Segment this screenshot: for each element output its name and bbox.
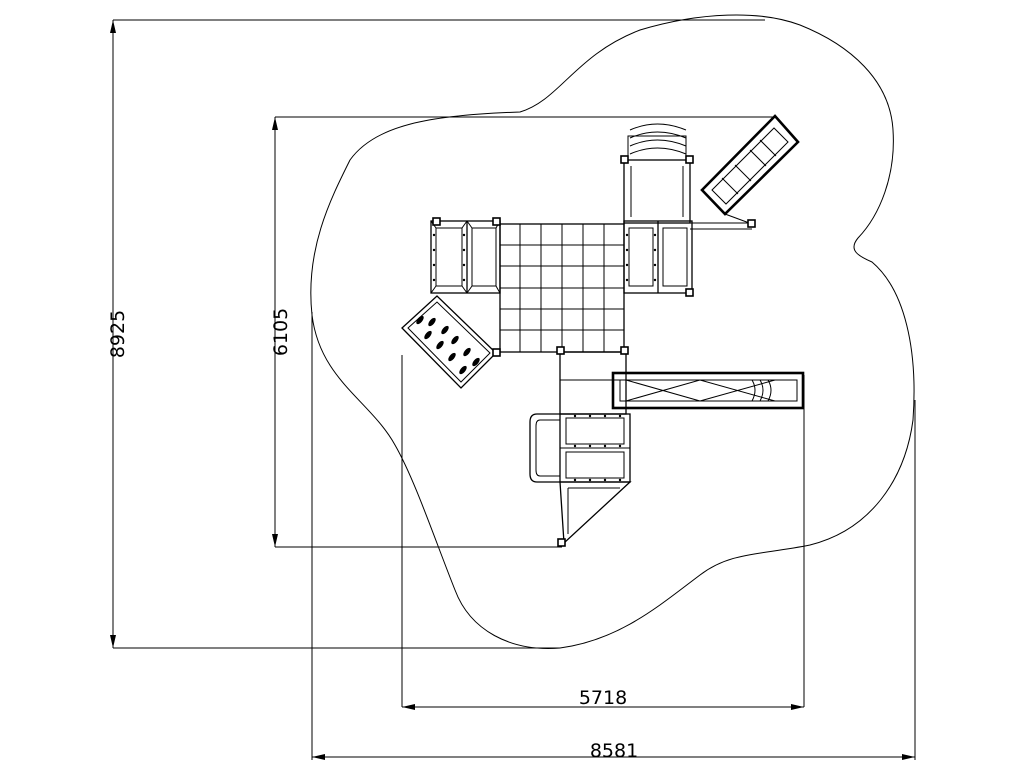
straight-slide: [611, 371, 805, 410]
lower-platform: [529, 413, 631, 483]
dimension-equipment-height: 6105: [270, 116, 775, 548]
connector-beam: [690, 222, 752, 230]
dimension-total-height-label: 8925: [107, 310, 129, 358]
dimension-equipment-width: 5718: [401, 355, 805, 710]
lower-ramp: [559, 481, 632, 545]
lower-walkway: [559, 351, 627, 415]
dimension-total-width: 8581: [311, 312, 916, 762]
tube-slide: [700, 114, 800, 225]
top-tower-platform: [623, 135, 691, 224]
safety-zone-outline: [310, 14, 915, 649]
right-platform: [623, 220, 693, 294]
posts: [432, 155, 756, 547]
spiral-tube: [629, 123, 687, 155]
dimension-total-height: 8925: [107, 19, 765, 649]
climbing-wall: [401, 295, 497, 389]
dimension-equipment-height-label: 6105: [270, 308, 292, 356]
left-platform: [430, 220, 501, 294]
dimension-total-width-label: 8581: [590, 740, 638, 762]
net-climber-grid: [499, 223, 625, 353]
dimension-equipment-width-label: 5718: [579, 687, 627, 709]
panel-bolts: [432, 233, 657, 482]
